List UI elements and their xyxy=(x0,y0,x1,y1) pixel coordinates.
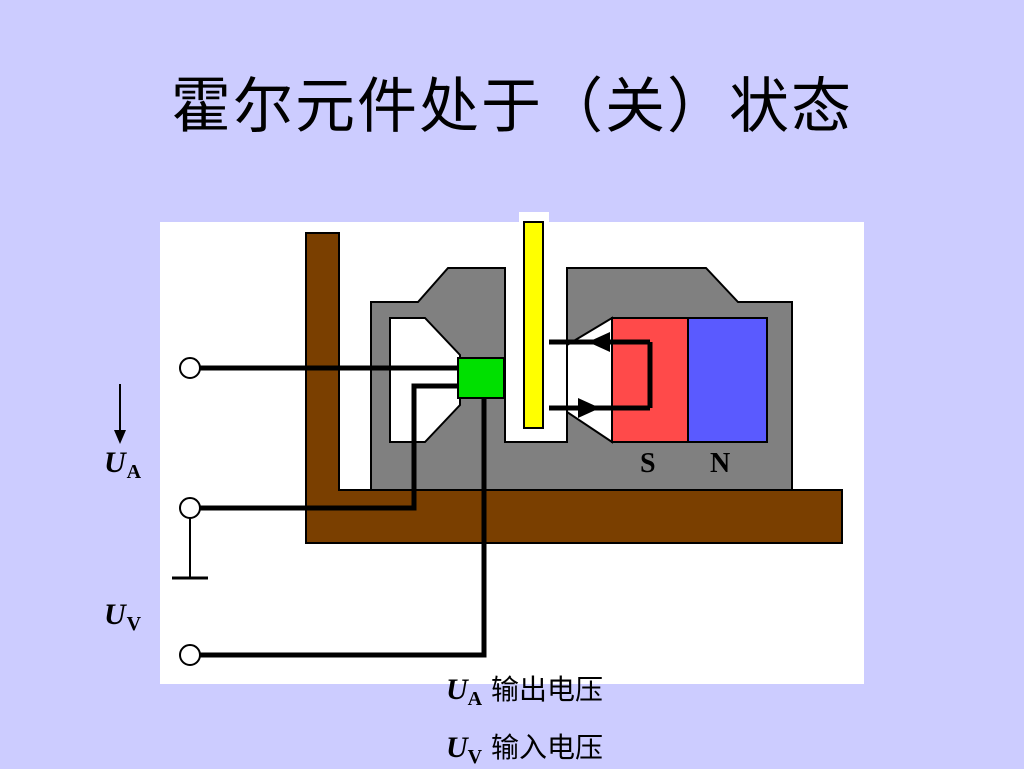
legend-input-symbol: UV xyxy=(446,731,483,768)
ua-arrow-head xyxy=(114,430,126,444)
legend-input-text: 输入电压 xyxy=(491,731,604,764)
legend-input-voltage: UV 输入电压 xyxy=(446,726,603,769)
vane xyxy=(523,221,544,429)
terminal-ground xyxy=(179,497,201,519)
legend-output-voltage: UA 输出电压 xyxy=(446,668,603,711)
core-bottom xyxy=(371,440,571,492)
core-gap-left xyxy=(389,317,461,443)
hall-element xyxy=(457,357,505,399)
magnet-n xyxy=(687,317,768,443)
pole-n-label: N xyxy=(710,448,731,479)
pole-s-label: S xyxy=(640,448,656,479)
page-title: 霍尔元件处于（关）状态 xyxy=(171,72,853,142)
wire-supply xyxy=(200,398,487,658)
flux-arrow-top xyxy=(588,332,610,352)
flux-arrow-bottom xyxy=(578,398,600,418)
uv-label: UV xyxy=(104,598,142,635)
wire-ground xyxy=(200,383,460,511)
terminal-supply xyxy=(179,644,201,666)
legend-output-symbol: UA xyxy=(446,673,483,710)
legend-output-text: 输出电压 xyxy=(491,673,604,706)
bracket xyxy=(305,232,843,544)
terminal-output xyxy=(179,357,201,379)
ua-label: UA xyxy=(104,446,142,483)
